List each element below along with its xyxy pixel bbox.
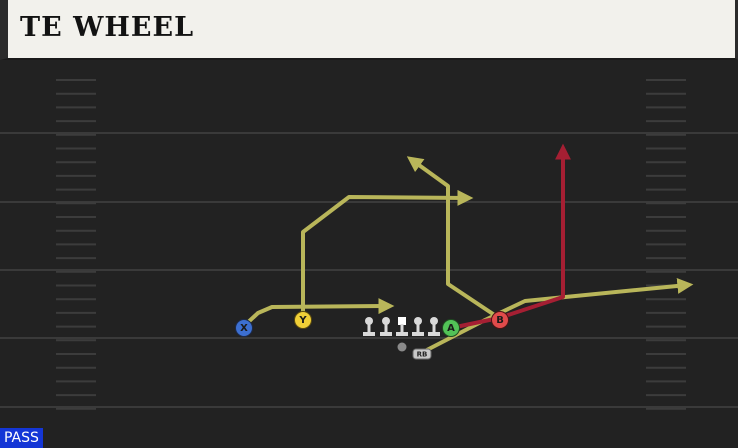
player-y-label: Y xyxy=(298,315,307,326)
play-diagram: RB X Y A B xyxy=(0,79,738,410)
play-title-bar: TE WHEEL xyxy=(0,0,738,60)
player-a-label: A xyxy=(447,323,455,334)
player-a[interactable]: A xyxy=(442,319,460,337)
player-b-marker xyxy=(491,311,509,329)
quarterback-dot-icon xyxy=(397,342,407,352)
yard-lines xyxy=(0,132,738,408)
lineman-icon xyxy=(363,317,375,336)
player-a-marker xyxy=(442,319,460,337)
lineman-icon xyxy=(428,317,440,336)
route-y-corner xyxy=(301,189,474,318)
rb-label: RB xyxy=(417,351,428,359)
route-a-hot xyxy=(450,143,571,330)
player-x-label: X xyxy=(240,323,248,334)
player-y-marker xyxy=(294,311,312,329)
player-x[interactable]: X xyxy=(235,319,253,337)
play-type-badge: PASS xyxy=(0,428,43,448)
player-x-marker xyxy=(235,319,253,337)
player-b[interactable]: B xyxy=(491,311,509,329)
lineman-icon xyxy=(380,317,392,336)
lineman-icon xyxy=(412,317,424,336)
player-y[interactable]: Y xyxy=(294,311,312,329)
player-rb[interactable]: RB xyxy=(412,348,432,360)
route-b-post xyxy=(406,156,501,320)
rb-marker xyxy=(412,348,432,360)
player-b-label: B xyxy=(496,315,504,326)
hash-marks-left xyxy=(56,79,96,410)
route-x-flat xyxy=(242,298,395,328)
play-title: TE WHEEL xyxy=(20,12,195,43)
offensive-line xyxy=(363,317,440,336)
center-icon xyxy=(396,317,408,336)
hash-marks-right xyxy=(646,79,686,410)
